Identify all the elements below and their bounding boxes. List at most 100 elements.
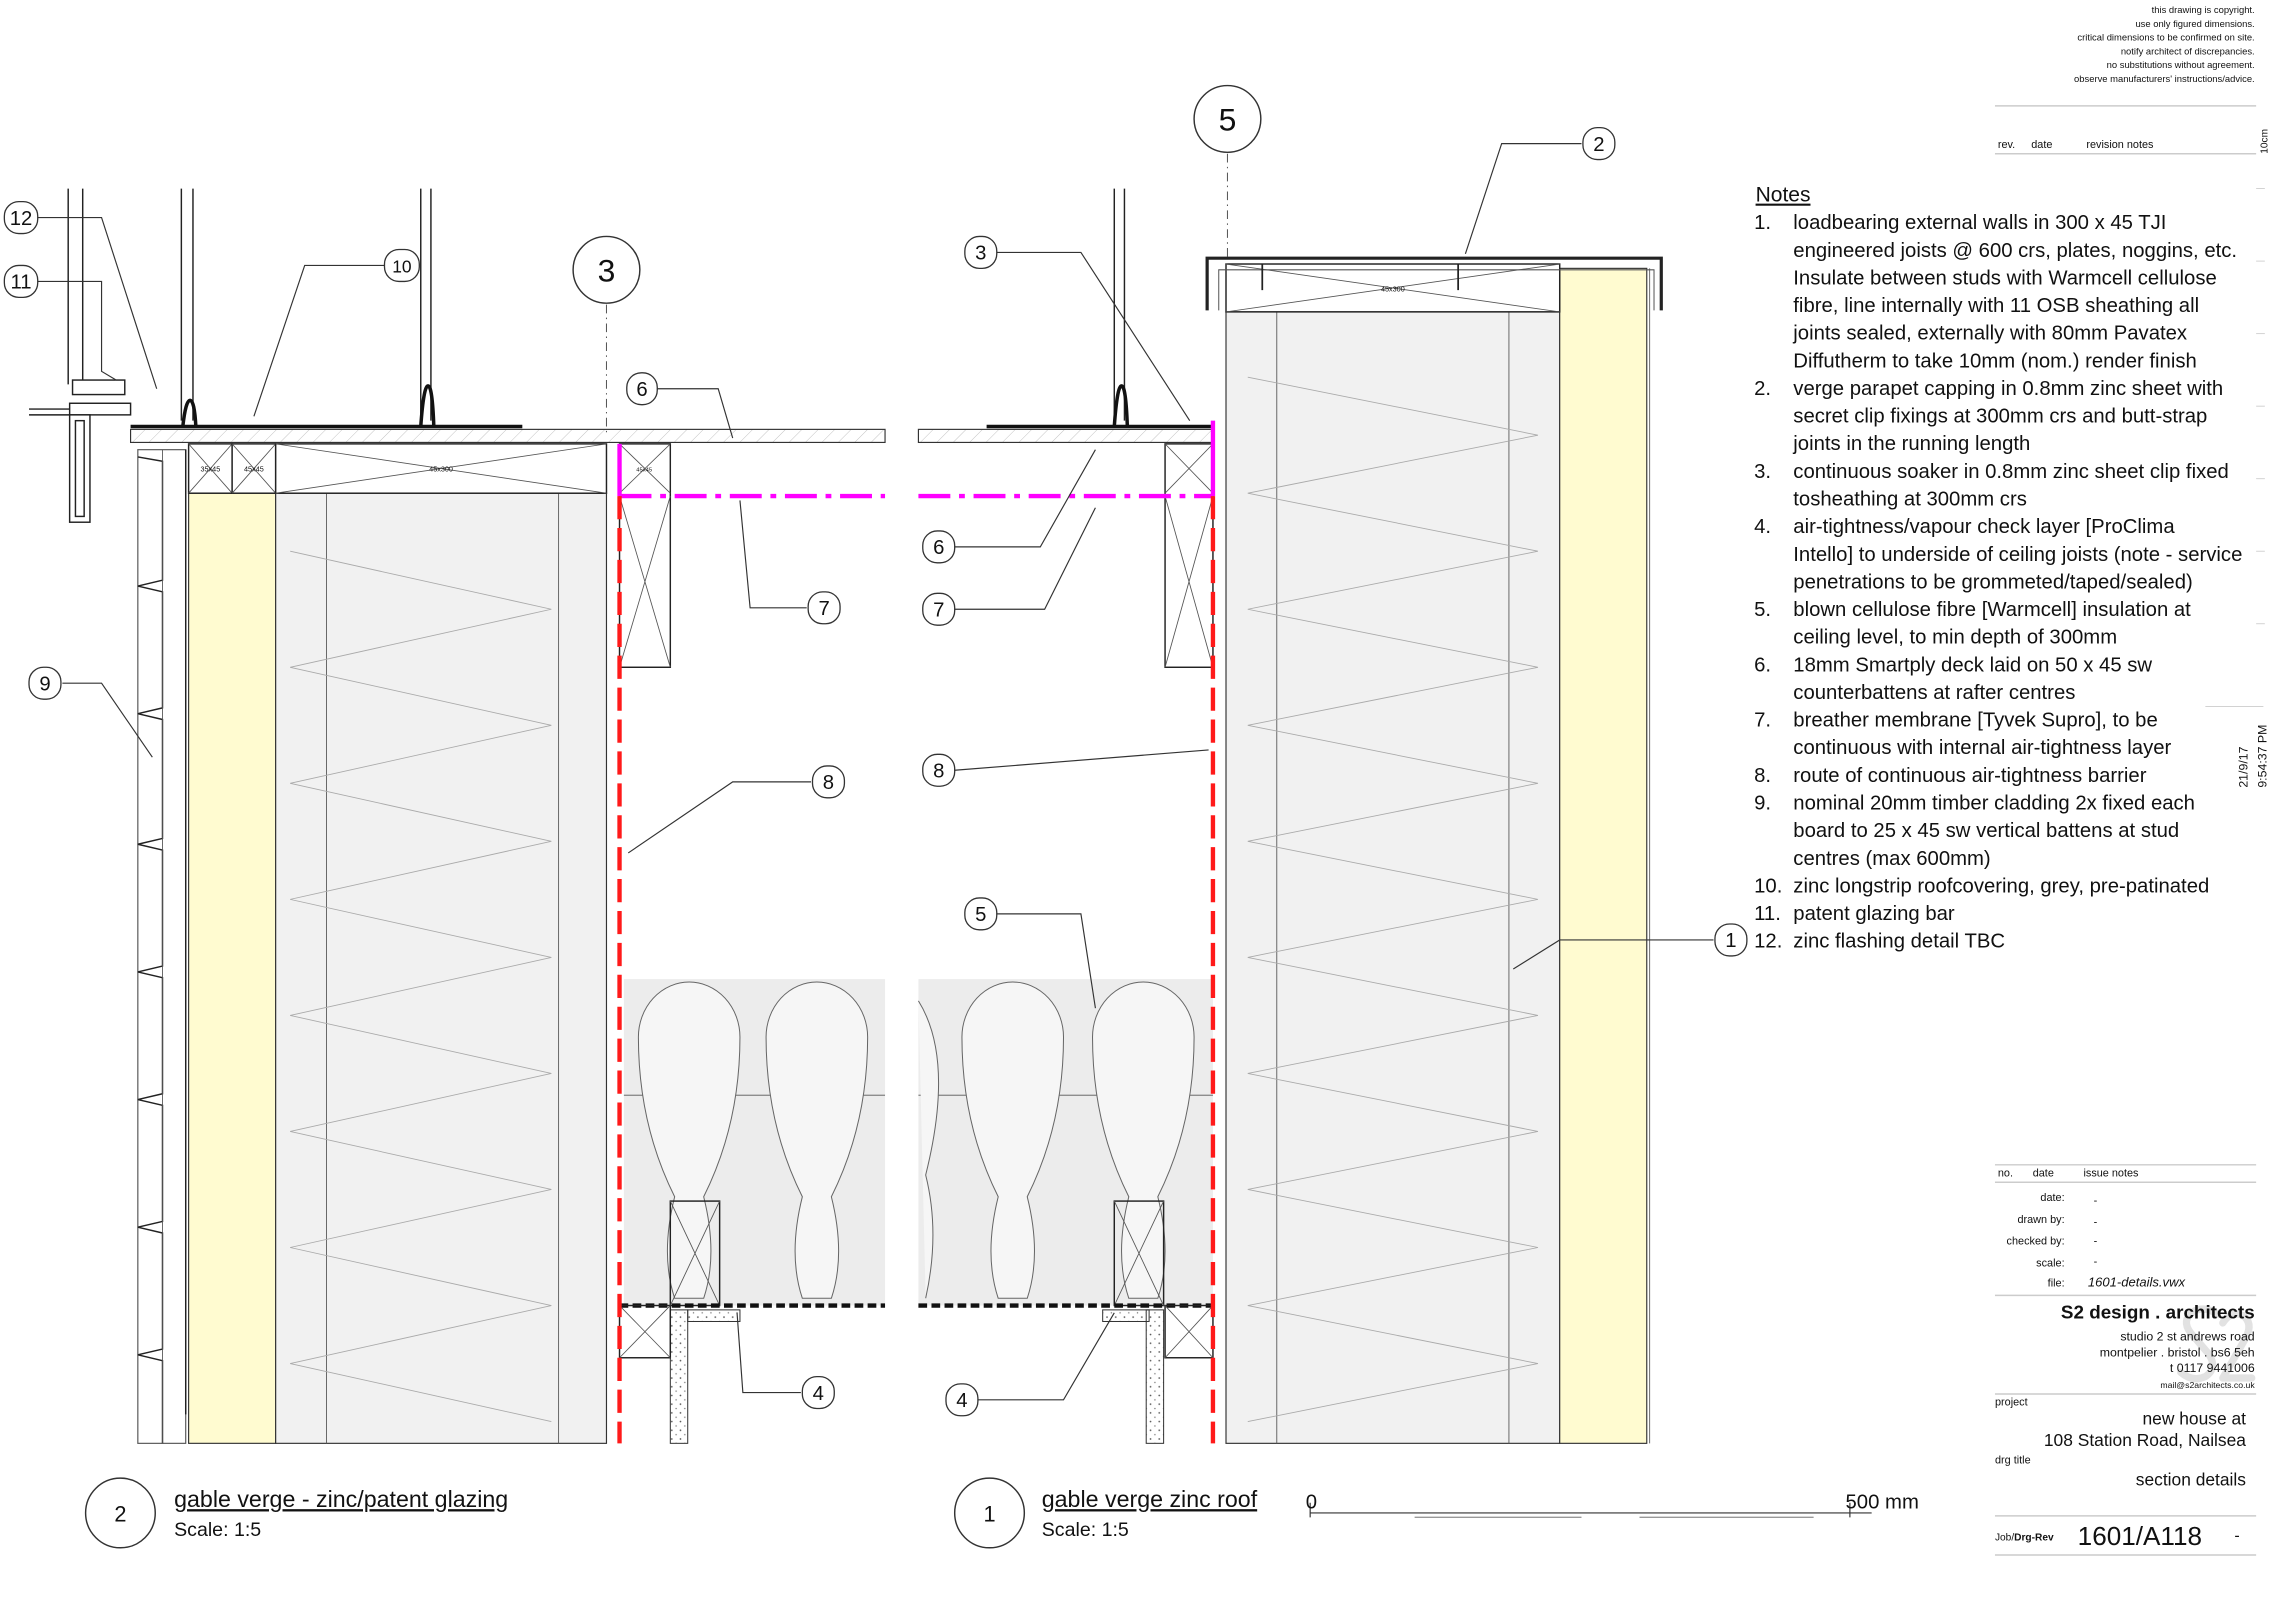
cellulose-insulation	[275, 492, 608, 1444]
callout-number: 6	[933, 537, 944, 559]
note-line: penetrations to be grommeted/taped/seale…	[1793, 571, 2192, 593]
section-marker	[572, 235, 641, 304]
patent-glazing-bar	[29, 379, 132, 523]
project-line: 108 Station Road, Nailsea	[2044, 1430, 2246, 1450]
plot-date: 21/9/17	[2236, 746, 2250, 787]
scale-bar-start: 0	[1306, 1492, 1317, 1514]
note-line: verge parapet capping in 0.8mm zinc shee…	[1793, 378, 2223, 400]
callout-number: 8	[933, 761, 944, 783]
callout-number: 4	[956, 1390, 967, 1412]
drg-title-label: drg title	[1995, 1455, 2031, 1467]
copyright-line: this drawing is copyright.	[2152, 4, 2255, 15]
callout-number: 10	[392, 257, 411, 277]
note-number: 1.	[1754, 212, 1771, 234]
field-value: -	[2094, 1217, 2098, 1229]
field-label: date:	[2040, 1192, 2064, 1204]
callout-number: 12	[10, 208, 33, 230]
roof-deck	[917, 428, 1214, 444]
note-line: Insulate between studs with Warmcell cel…	[1793, 267, 2216, 289]
note-line: Intello] to underside of ceiling joists …	[1793, 544, 2242, 566]
callout-number: 4	[813, 1383, 824, 1405]
plot-time: 9:54:37 PM	[2255, 725, 2269, 788]
title-block: no. date issue notes date: - drawn by: -…	[1995, 1164, 2257, 1556]
issue-no-label: no.	[1998, 1167, 2013, 1179]
roof-deck	[129, 428, 886, 444]
section-marker-number: 5	[1219, 102, 1237, 138]
notes-title: Notes	[1756, 184, 1811, 207]
copyright-line: use only figured dimensions.	[2135, 18, 2254, 29]
note-number: 6.	[1754, 654, 1771, 676]
note-line: centres (max 600mm)	[1793, 848, 1990, 870]
callout-number: 5	[975, 904, 986, 926]
field-label: drawn by:	[2017, 1214, 2064, 1226]
ruler-label: 10cm	[2260, 129, 2271, 154]
note-line: counterbattens at rafter centres	[1793, 682, 2075, 704]
field-value: -	[2094, 1256, 2098, 1268]
file-name: 1601-details.vwx	[2088, 1275, 2186, 1290]
cellulose-insulation	[1225, 311, 1561, 1444]
address-line: studio 2 st andrews road	[2120, 1329, 2254, 1343]
email: mail@s2architects.co.uk	[2160, 1380, 2255, 1390]
project-label: project	[1995, 1397, 2028, 1409]
scale-bar: 0 500 mm	[1306, 1492, 1919, 1519]
copyright-notes: this drawing is copyright. use only figu…	[2074, 4, 2255, 84]
note-number: 4.	[1754, 516, 1771, 538]
note-line: zinc longstrip roofcovering, grey, pre-p…	[1793, 875, 2209, 897]
callout-number: 3	[975, 243, 986, 265]
note-number: 3.	[1754, 461, 1771, 483]
revision-header: rev. date revision notes 10cm	[1994, 129, 2271, 155]
firm-name: S2 design . architects	[2061, 1302, 2255, 1323]
timber-size-label: 45x45	[636, 467, 652, 473]
section-marker	[1193, 84, 1262, 154]
detail-title-left: 2 gable verge - zinc/patent glazing Scal…	[84, 1477, 508, 1549]
detail-gable-verge-zinc-roof: 45x300	[917, 153, 1663, 1444]
callout-number: 11	[10, 272, 31, 294]
note-line: ceiling level, to min depth of 300mm	[1793, 627, 2117, 649]
zinc-capping	[1205, 256, 1663, 311]
note-line: continuous with internal air-tightness l…	[1793, 737, 2171, 759]
job-number: 1601/A118	[2078, 1521, 2202, 1551]
callout-number: 1	[1725, 930, 1736, 952]
note-line: fibre, line internally with 11 OSB sheat…	[1793, 295, 2199, 317]
field-label: scale:	[2036, 1257, 2064, 1269]
note-line: breather membrane [Tyvek Supro], to be	[1793, 710, 2157, 732]
address-line: montpelier . bristol . bs6 5eh	[2100, 1345, 2255, 1359]
leader-lines	[37, 143, 1714, 1401]
note-line: patent glazing bar	[1793, 903, 1955, 925]
callout-number: 9	[39, 673, 50, 695]
note-line: zinc flashing detail TBC	[1793, 931, 2005, 953]
note-number: 11.	[1754, 903, 1781, 925]
detail-number: 2	[114, 1502, 126, 1527]
note-line: tosheathing at 300mm crs	[1793, 489, 2027, 511]
notes-block: Notes 1. loadbearing external walls in 30…	[1754, 184, 2242, 953]
top-plates	[187, 443, 608, 494]
detail-title-right: 1 gable verge zinc roof Scale: 1:5	[953, 1477, 1258, 1549]
callout-marker	[3, 200, 39, 235]
field-value: -	[2094, 1195, 2098, 1207]
callout-number: 7	[933, 600, 944, 622]
note-number: 5.	[1754, 599, 1771, 621]
detail-scale: Scale: 1:5	[174, 1519, 261, 1541]
job-label: Job/Drg-Rev	[1995, 1533, 2054, 1544]
note-line: air-tightness/vapour check layer [ProCli…	[1793, 516, 2175, 538]
callouts-left: 12 11 10 6 7 8 9 4	[3, 200, 846, 1410]
note-line: nominal 20mm timber cladding 2x fixed ea…	[1793, 793, 2195, 815]
timber-cladding	[137, 449, 187, 1444]
callout-number: 7	[818, 598, 829, 620]
wood-fibre-board	[188, 492, 277, 1444]
scale-bar-end: 500 mm	[1846, 1492, 1919, 1514]
timber-size-label: 35x45	[200, 464, 220, 473]
field-label: file:	[2048, 1278, 2065, 1290]
plot-stamp: 21/9/17 9:54:37 PM	[2236, 725, 2269, 788]
note-line: continuous soaker in 0.8mm zinc sheet cl…	[1793, 461, 2229, 483]
note-number: 7.	[1754, 710, 1771, 732]
rev-date-label: date	[2031, 139, 2052, 151]
note-line: joints in the running length	[1792, 433, 2030, 455]
copyright-line: observe manufacturers' instructions/advi…	[2074, 73, 2255, 84]
note-number: 8.	[1754, 765, 1771, 787]
note-line: loadbearing external walls in 300 x 45 T…	[1793, 212, 2166, 234]
wood-fibre-board	[1559, 267, 1648, 1444]
callouts-right: 3 2 6 7 8 5 4 1	[922, 126, 1748, 1417]
s2-logo-watermark	[2177, 1305, 2256, 1383]
note-line: Diffutherm to take 10mm (nom.) render fi…	[1793, 350, 2197, 372]
